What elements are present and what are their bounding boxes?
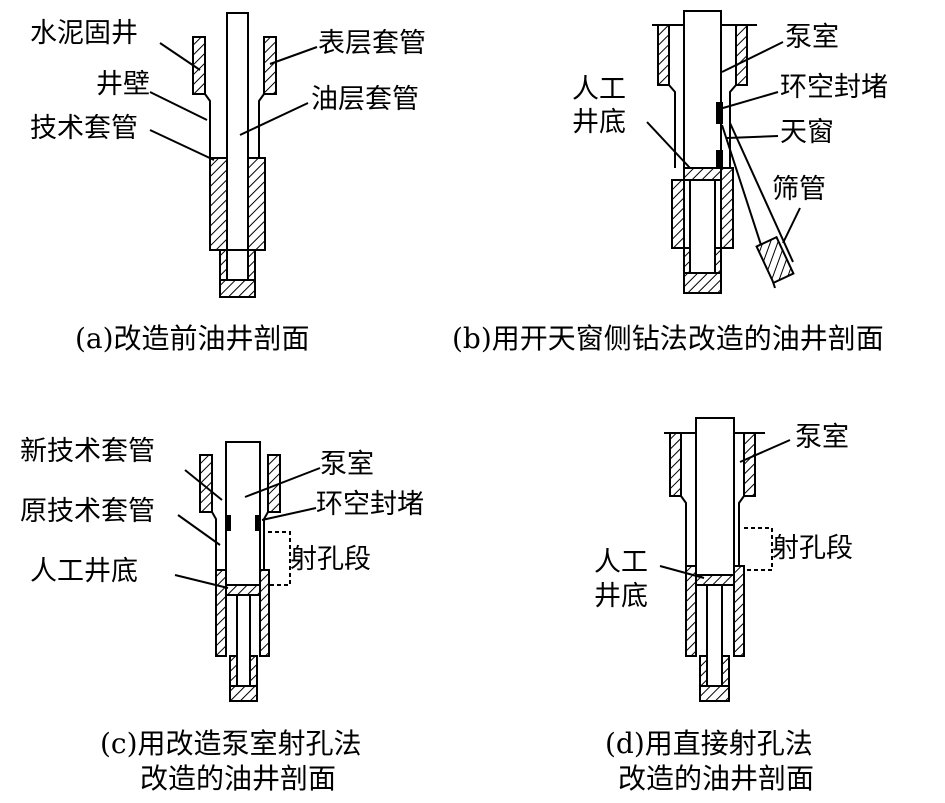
b-label-artificial-1: 人工 xyxy=(572,74,626,105)
b-caption: (b)用开天窗侧钻法改造的油井剖面 xyxy=(452,322,884,355)
b-artificial-bottom xyxy=(683,167,722,181)
b-pump-room xyxy=(683,10,722,169)
d-caption-line2: 改造的油井剖面 xyxy=(618,762,815,795)
a-tech-cement-right xyxy=(247,157,266,251)
a-caption: (a)改造前油井剖面 xyxy=(75,322,310,355)
b-annular-seal xyxy=(716,102,723,124)
a-surface-casing-right xyxy=(263,36,277,95)
c-label-perforation: 射孔段 xyxy=(290,544,371,575)
d-label-pump-room: 泵室 xyxy=(795,422,849,453)
panel-b-diagram xyxy=(646,10,801,294)
c-perforation-bracket xyxy=(268,531,291,586)
panel-d-diagram xyxy=(659,417,791,702)
c-label-old-tech-casing: 原技术套管 xyxy=(20,496,155,527)
c-annular-seal-left xyxy=(226,515,231,531)
a-label-well-wall: 井壁 xyxy=(96,69,150,100)
b-label-window: 天窗 xyxy=(780,117,834,148)
c-artificial-bottom xyxy=(225,584,261,596)
c-caption-line1: (c)用改造泵室射孔法 xyxy=(100,727,362,760)
a-bottom-plug xyxy=(219,279,256,298)
c-label-annular-seal: 环空封堵 xyxy=(316,489,424,520)
a-label-surface-casing: 表层套管 xyxy=(318,28,426,59)
a-label-cement: 水泥固井 xyxy=(30,18,138,49)
c-label-new-tech-casing: 新技术套管 xyxy=(20,436,155,467)
d-perforation-bracket xyxy=(744,527,773,571)
panel-c-diagram xyxy=(174,441,321,702)
a-tech-cement-left xyxy=(209,157,228,251)
b-label-annular-seal: 环空封堵 xyxy=(780,72,888,103)
c-label-pump-room: 泵室 xyxy=(320,449,374,480)
c-label-artificial-bottom: 人工井底 xyxy=(30,556,138,587)
b-screen-pipe xyxy=(755,235,795,285)
b-label-screen-pipe: 筛管 xyxy=(772,174,826,205)
b-label-artificial-2: 井底 xyxy=(572,107,626,138)
d-label-perforation: 射孔段 xyxy=(772,533,853,564)
a-label-oil-casing: 油层套管 xyxy=(311,84,419,115)
c-pump-room xyxy=(225,441,261,586)
b-label-pump-room: 泵室 xyxy=(785,22,839,53)
a-borehole-right xyxy=(258,37,265,158)
panel-a-diagram xyxy=(149,12,318,298)
a-borehole-left xyxy=(204,37,211,158)
a-oil-casing xyxy=(226,12,249,251)
d-label-artificial-1: 人工 xyxy=(594,547,648,578)
d-pump-room xyxy=(695,417,735,576)
a-label-tech-casing: 技术套管 xyxy=(30,113,138,144)
d-label-artificial-2: 井底 xyxy=(594,581,648,612)
c-caption-line2: 改造的油井剖面 xyxy=(140,762,337,795)
d-caption-line1: (d)用直接射孔法 xyxy=(605,727,813,760)
